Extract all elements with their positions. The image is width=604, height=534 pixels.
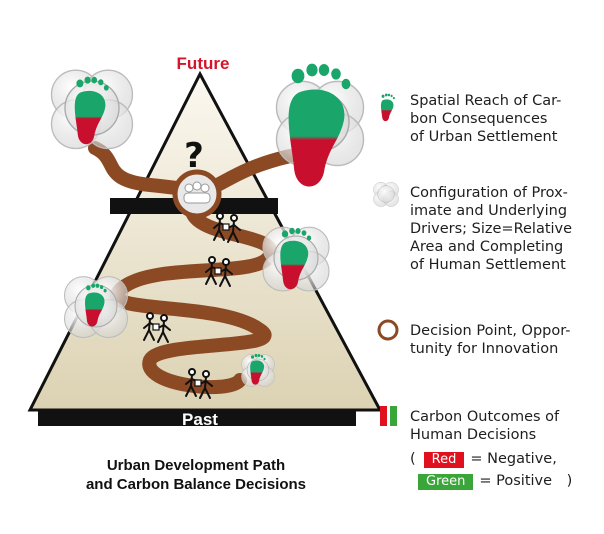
footprint-cluster-middle [262,226,330,292]
legend-green-bar [390,406,397,426]
legend-footprint-icon [380,93,395,122]
footprint-large-topright [275,63,365,187]
close-paren: ) [566,473,573,489]
caption-line: Urban Development Path [106,457,286,474]
question-mark: ? [184,136,204,176]
legend-decision-icon [377,319,399,341]
green-swatch: Green [418,474,474,490]
legend-line: Configuration of Prox- [410,185,568,201]
legend-line: Area and Completing [410,239,564,255]
people-silhouettes-icon [183,181,211,204]
legend-drivers-text: Configuration of Prox- imate and Underly… [410,184,572,274]
base-bar [38,410,356,426]
legend-line: of Urban Settlement [410,129,558,145]
legend-cluster-icon [373,182,399,207]
legend-red-row: ( Red = Negative, [410,450,557,468]
legend-green-row: Green = Positive ) [418,472,572,490]
green-meaning: = Positive [479,473,553,489]
red-swatch: Red [423,452,465,468]
legend-decision-text: Decision Point, Oppor- tunity for Innova… [410,322,571,358]
legend-line: Drivers; Size=Relative [410,221,573,237]
caption-line: and Carbon Balance Decisions [85,476,307,493]
legend-red-bar [380,406,387,426]
past-label: Past [182,410,218,429]
red-meaning: = Negative, [470,451,557,467]
legend-line: Spatial Reach of Car- [410,93,562,109]
legend-line: Carbon Outcomes of [410,409,560,425]
legend-line: Human Decisions [410,427,537,443]
legend-line: Decision Point, Oppor- [410,323,571,339]
legend-line: imate and Underlying [410,203,568,219]
footprint-cluster-topleft [50,69,134,150]
diagram-caption: Urban Development Path and Carbon Balanc… [62,456,330,494]
footprint-cluster-bottom [241,353,275,387]
future-label: Future [176,54,230,73]
legend-line: tunity for Innovation [410,341,559,357]
open-paren: ( [410,451,416,467]
footprint-cluster-left [63,276,129,339]
legend-line: of Human Settlement [410,257,566,273]
legend-footprint-text: Spatial Reach of Car- bon Consequences o… [410,92,561,146]
legend-outcomes-text: Carbon Outcomes of Human Decisions [410,408,559,444]
legend-line: bon Consequences [410,111,548,127]
